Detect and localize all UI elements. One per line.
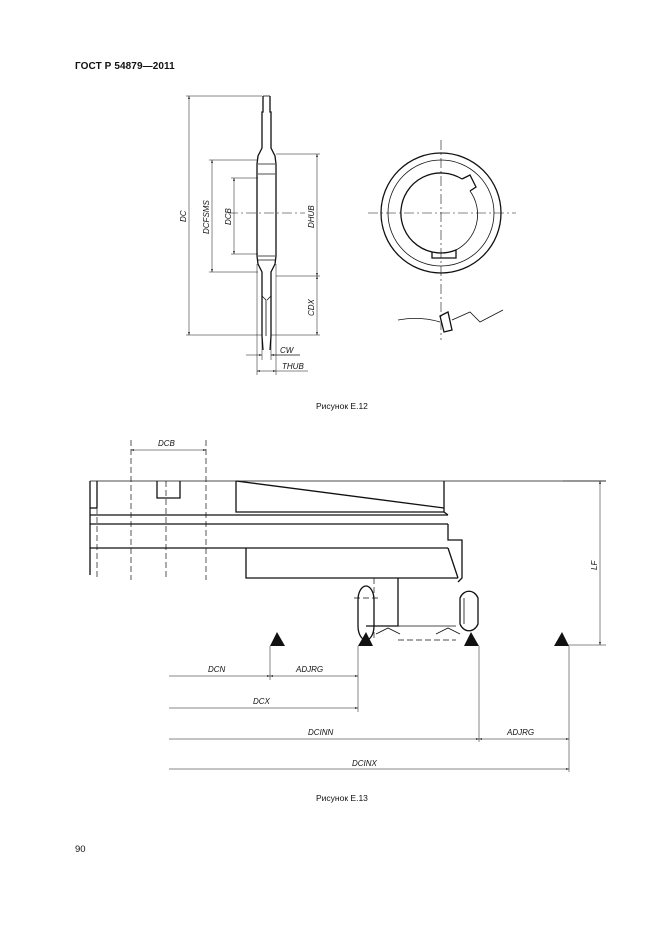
dcn-label: DCN — [208, 665, 226, 674]
dcinn-label: DCINN — [308, 728, 334, 737]
figure-e12-side-view — [186, 95, 320, 375]
standard-header: ГОСТ Р 54879—2011 — [75, 61, 175, 72]
dcinx-label: DCINX — [352, 759, 378, 768]
thub-label: THUB — [282, 362, 304, 371]
dc-label: DC — [179, 210, 188, 222]
dhub-label: DHUB — [307, 205, 316, 228]
page-number: 90 — [75, 844, 86, 855]
cw-label: CW — [280, 346, 295, 355]
dcx-label: DCX — [253, 697, 271, 706]
dcfsms-label: DCFSMS — [202, 200, 211, 234]
figure-e12-front-view — [368, 140, 516, 340]
dcb-label-e12: DCB — [224, 207, 233, 225]
lf-label: LF — [590, 560, 599, 570]
cdx-label: CDX — [307, 298, 316, 316]
figure-e13-cutter — [89, 440, 606, 772]
dcb-label-e13: DCB — [158, 439, 176, 448]
adjrg-label-2: ADJRG — [506, 728, 534, 737]
adjrg-label-1: ADJRG — [295, 665, 323, 674]
figure-e12-caption: Рисунок Е.12 — [316, 401, 368, 411]
figure-e13-caption: Рисунок Е.13 — [316, 793, 368, 803]
